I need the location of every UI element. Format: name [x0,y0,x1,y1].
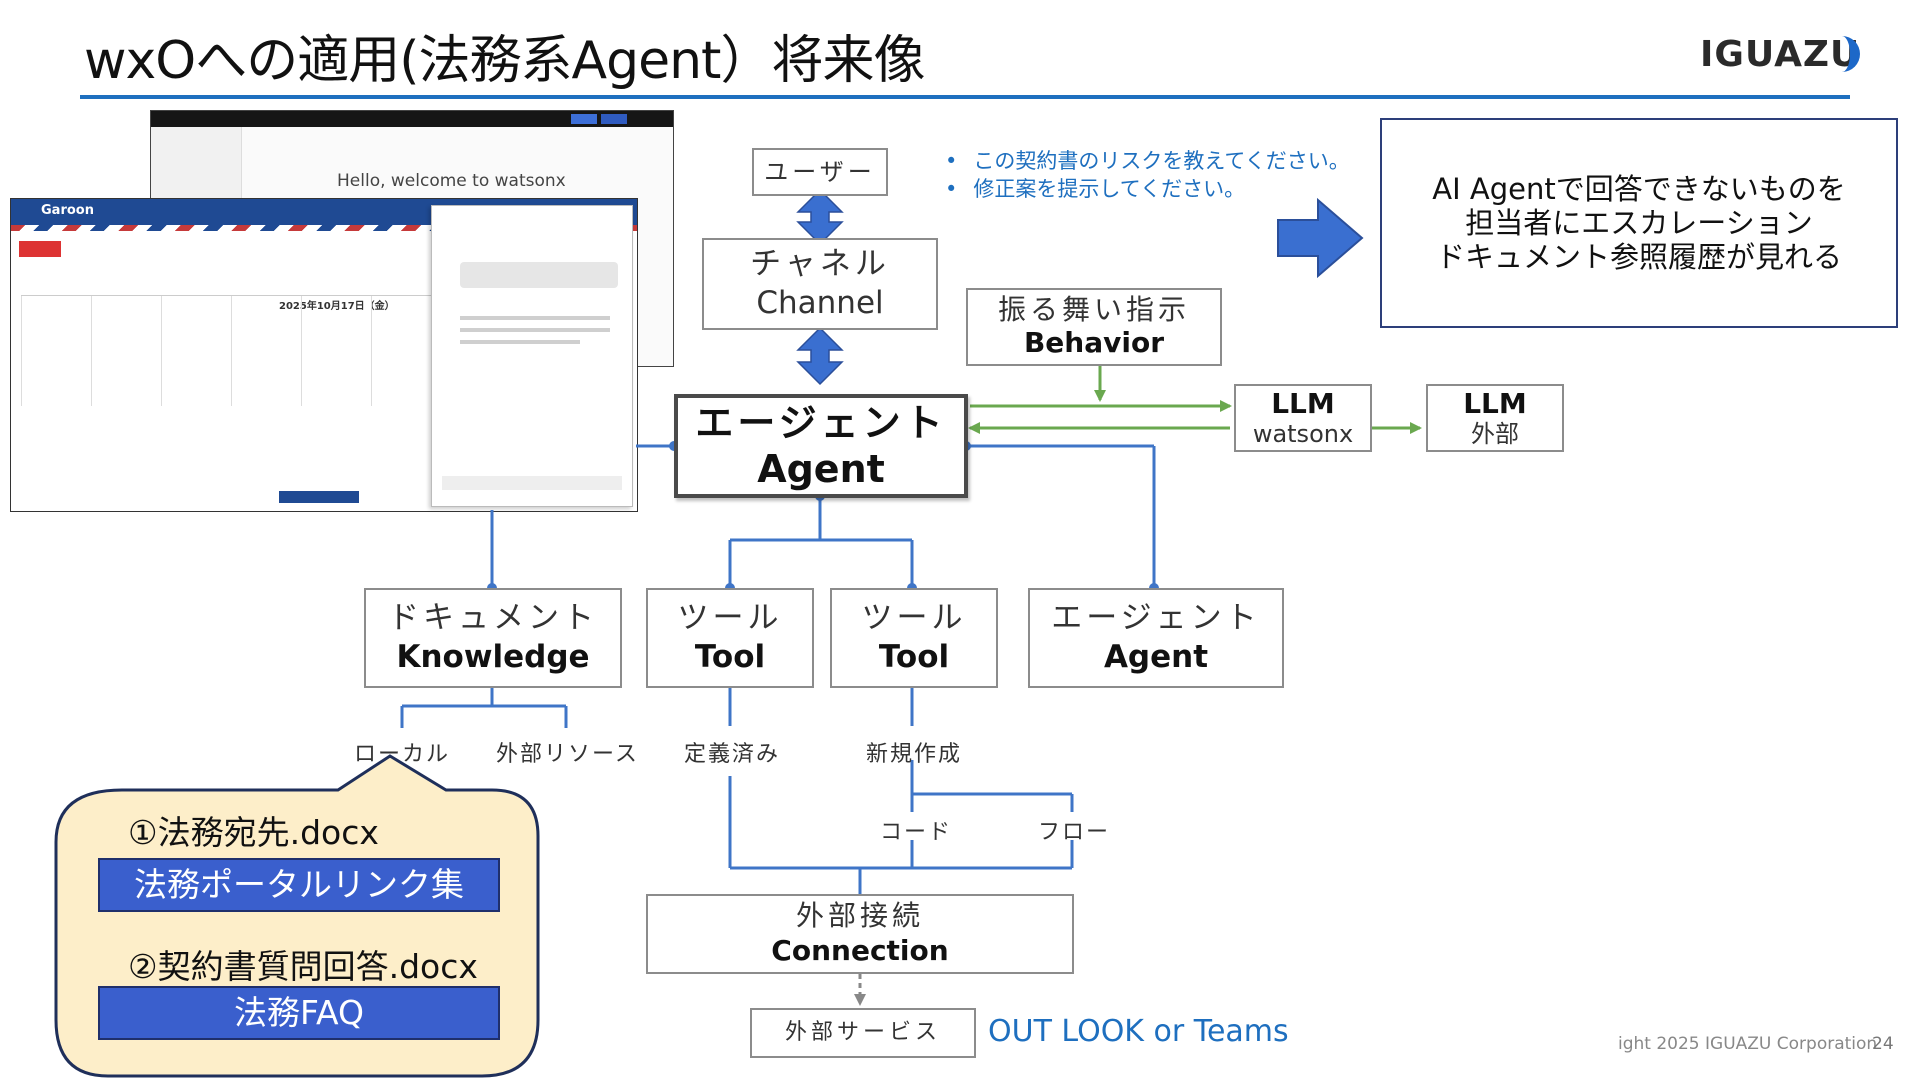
sub-agent-node: エージェント Agent [1028,588,1284,688]
double-arrow-channel-agent [796,326,844,386]
channel-node: チャネル Channel [702,238,938,330]
chat-bubble [460,262,618,288]
bullet-item: この契約書のリスクを教えてください。 [945,147,1349,175]
watsonx-welcome: Hello, welcome to watsonx [337,171,566,191]
logo-arc-icon [1824,36,1860,72]
agent-node: エージェント Agent [674,394,968,498]
garoon-brand: Garoon [41,203,94,218]
outlook-teams-label: OUT LOOK or Teams [988,1014,1289,1049]
connection-node: 外部接続 Connection [646,894,1074,974]
portal-tag [19,241,61,257]
label-predefined: 定義済み [684,742,781,767]
callout-doc2: ②契約書質問回答.docx [128,947,478,986]
note-line: ドキュメント参照履歴が見れる [1435,240,1842,274]
behavior-node: 振る舞い指示 Behavior [966,288,1222,366]
tool-node-2: ツール Tool [830,588,998,688]
user-node: ユーザー [752,148,888,196]
big-right-arrow [1277,197,1364,279]
page-title: wxOへの適用(法務系Agent）将来像 [84,31,925,91]
note-line: 担当者にエスカレーション [1465,206,1813,240]
tool-node-1: ツール Tool [646,588,814,688]
chat-panel [431,205,633,507]
external-service-node: 外部サービス [750,1008,976,1058]
garoon-tabbar [279,491,359,503]
callout-doc1: ①法務宛先.docx [128,813,379,852]
watsonx-topbar [151,111,673,127]
page-number: 24 [1872,1034,1894,1054]
callout-doc2-bar: 法務FAQ [98,986,500,1040]
double-arrow-user-channel [796,188,844,246]
garoon-stripe [11,225,637,231]
label-flow: フロー [1038,820,1111,845]
label-external-resource: 外部リソース [496,742,639,767]
garoon-screenshot: Garoon 2025年10月17日（金） [10,198,638,512]
label-code: コード [880,820,953,845]
title-underline [80,95,1850,99]
bullet-item: 修正案を提示してください。 [945,175,1350,203]
label-new-creation: 新規作成 [866,742,963,767]
callout-doc1-bar: 法務ポータルリンク集 [98,858,500,912]
note-line: AI Agentで回答できないものを [1432,172,1846,206]
llm-external-node: LLM 外部 [1426,384,1564,452]
llm-watsonx-node: LLM watsonx [1234,384,1372,452]
user-prompt-bullets: この契約書のリスクを教えてください。 修正案を提示してください。 [945,147,1350,203]
copyright-footer: ight 2025 IGUAZU Corporation [1618,1034,1878,1054]
knowledge-node: ドキュメント Knowledge [364,588,622,688]
calendar-date: 2025年10月17日（金） [279,301,395,312]
escalation-note: AI Agentで回答できないものを 担当者にエスカレーション ドキュメント参照… [1380,118,1898,328]
calendar-grid [21,295,441,406]
